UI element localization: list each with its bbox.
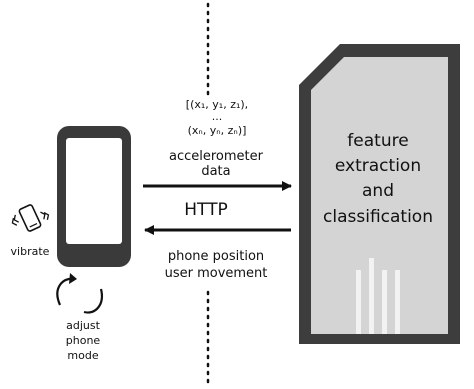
adjust-label: adjust (66, 319, 100, 332)
data-tuple-first: [(x₁, y₁, z₁), (186, 98, 248, 111)
vibrating-phone-icon (11, 204, 50, 232)
accelerometer-label: accelerometer (169, 149, 264, 164)
data-tuple-last: (xₙ, yₙ, zₙ)] (188, 124, 247, 137)
phone-icon (57, 126, 131, 267)
server-label-and: and (362, 181, 394, 201)
server-label-extraction: extraction (335, 156, 421, 176)
server-label-classification: classification (323, 207, 433, 227)
server-label-feature: feature (347, 131, 408, 151)
server-slot (395, 270, 400, 334)
http-label: HTTP (184, 200, 228, 220)
curved-arrows-icon (56, 273, 103, 314)
server-slot (382, 270, 387, 334)
data-label: data (201, 164, 230, 179)
phone-label: phone (66, 334, 101, 347)
phone-screen (66, 138, 122, 244)
server-slot (369, 258, 374, 334)
user-movement-label: user movement (165, 266, 268, 281)
server-slots (356, 258, 400, 334)
server-card: feature extraction and classification (299, 44, 460, 344)
vibrate-label: vibrate (11, 245, 50, 258)
mode-label: mode (67, 349, 98, 362)
server-inner-shape (311, 57, 448, 334)
data-tuple-ellipsis: ... (212, 110, 223, 123)
phone-position-label: phone position (168, 249, 264, 264)
server-slot (356, 270, 361, 334)
